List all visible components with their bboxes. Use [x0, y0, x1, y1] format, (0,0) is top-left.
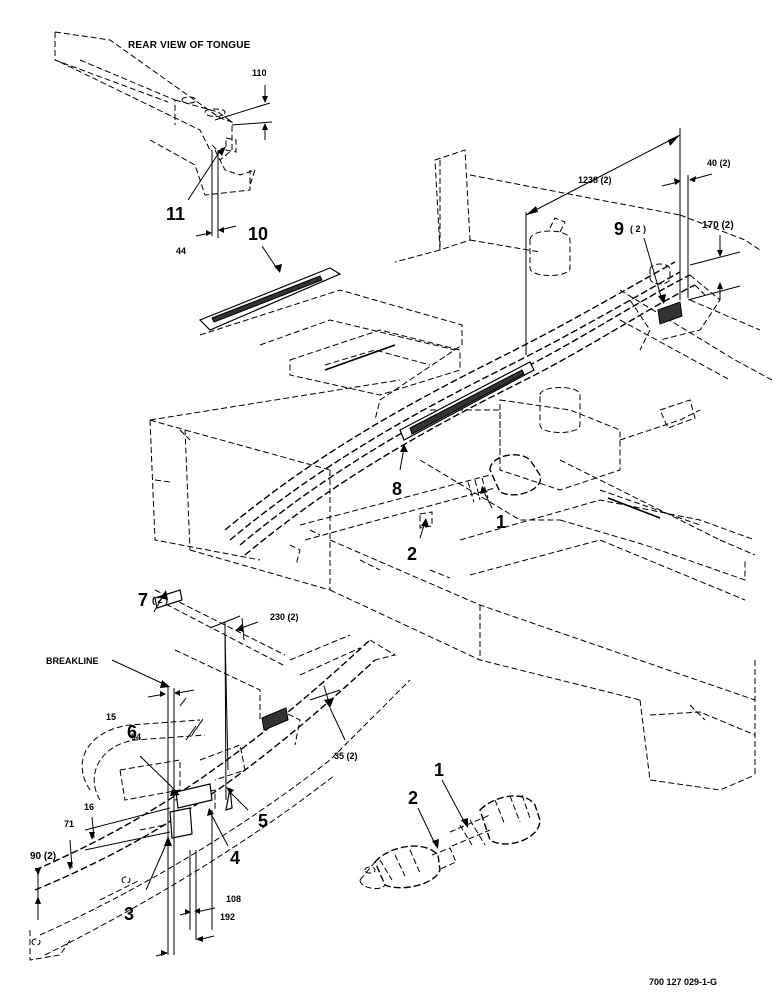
callout-2-shaft: 2: [408, 788, 418, 808]
leader-5: [227, 789, 249, 811]
callout-6: 6: [127, 722, 137, 742]
callout-9-quantity: ( 2 ): [630, 224, 646, 234]
dimension-label-35: 35 (2): [334, 751, 358, 761]
leader-8-arrowhead: [400, 444, 408, 452]
tongue-decal-8: [399, 361, 535, 441]
callout-7: 7: [138, 590, 148, 610]
dimension-71: [67, 807, 171, 870]
dimension-label-1238: 1238 (2): [578, 175, 612, 185]
dimension-230: [209, 615, 259, 801]
dimension-192: [155, 935, 215, 957]
leader-5-arrowhead: [226, 787, 234, 794]
leader-2-main-arrowhead: [421, 518, 429, 527]
main-machine-body: [149, 149, 772, 791]
title-rear-view-of-tongue: REAR VIEW OF TONGUE: [128, 40, 251, 51]
leader-7-arrowhead: [160, 590, 168, 600]
leader-6-arrowhead: [170, 789, 180, 796]
dimension-15: [147, 689, 195, 698]
leader-4: [209, 811, 229, 847]
label-breakline: BREAKLINE: [46, 656, 99, 666]
dimension-label-15: 15: [106, 712, 116, 722]
dimension-label-108: 108: [226, 894, 241, 904]
callout-3: 3: [124, 904, 134, 924]
leader-9-arrowhead: [658, 294, 666, 304]
leader-1-main-arrowhead: [480, 486, 488, 494]
dimension-170: [687, 235, 741, 301]
dimension-108: [179, 907, 216, 916]
callout-2-main: 2: [407, 544, 417, 564]
dimension-40: [661, 173, 713, 298]
callout-1-main: 1: [496, 512, 506, 532]
leader-11: [187, 147, 223, 201]
callout-4: 4: [230, 848, 240, 868]
leader-breakline: [111, 659, 169, 687]
leader-3: [145, 839, 169, 891]
callout-5: 5: [258, 811, 268, 831]
leader-1-main: [483, 491, 493, 509]
tongue-detail: [29, 589, 411, 961]
dimension-label-192: 192: [220, 912, 235, 922]
dimension-label-94: 94: [131, 732, 141, 742]
dimension-90: [35, 868, 41, 920]
driveline-detail: [359, 794, 541, 890]
dimension-label-170: 170 (2): [702, 220, 734, 231]
leader-1-shaft-arrowhead: [461, 818, 468, 828]
dimension-94: [179, 697, 204, 741]
leader-9: [643, 237, 663, 301]
dimension-110: [262, 85, 268, 140]
callout-9: 9: [614, 219, 624, 239]
leader-2-shaft-arrowhead: [432, 839, 439, 849]
leader-11-arrowhead: [218, 146, 226, 156]
leader-10-arrowhead: [274, 264, 282, 273]
dimension-1238: [525, 128, 681, 355]
leader-4-arrowhead: [207, 808, 214, 816]
dimension-label-40: 40 (2): [707, 158, 731, 168]
decal-9: [657, 301, 683, 325]
dimension-label-230: 230 (2): [270, 612, 299, 622]
callout-11: 11: [166, 204, 185, 224]
deck-decal-10: [198, 267, 342, 331]
callout-8: 8: [392, 479, 402, 499]
rear-view-tongue-inset: [54, 31, 273, 238]
dimension-35: [309, 685, 346, 741]
leader-3-arrowhead: [164, 836, 172, 846]
dimension-label-44: 44: [176, 246, 186, 256]
leader-1-shaft: [441, 779, 467, 826]
leader-2-shaft: [417, 807, 437, 847]
dimension-label-110: 110: [252, 68, 267, 78]
callout-10: 10: [248, 224, 268, 244]
callout-7-quantity: ( 2 ): [152, 595, 168, 605]
main-tongue: [224, 261, 721, 556]
dimension-label-71: 71: [64, 819, 74, 829]
dimension-44: [195, 225, 237, 237]
callout-1-shaft: 1: [434, 760, 444, 780]
dimension-label-16: 16: [84, 802, 94, 812]
leader-6: [139, 755, 179, 794]
dimension-label-90: 90 (2): [30, 851, 56, 862]
drawing-number: 700 127 029-1-G: [649, 977, 717, 987]
